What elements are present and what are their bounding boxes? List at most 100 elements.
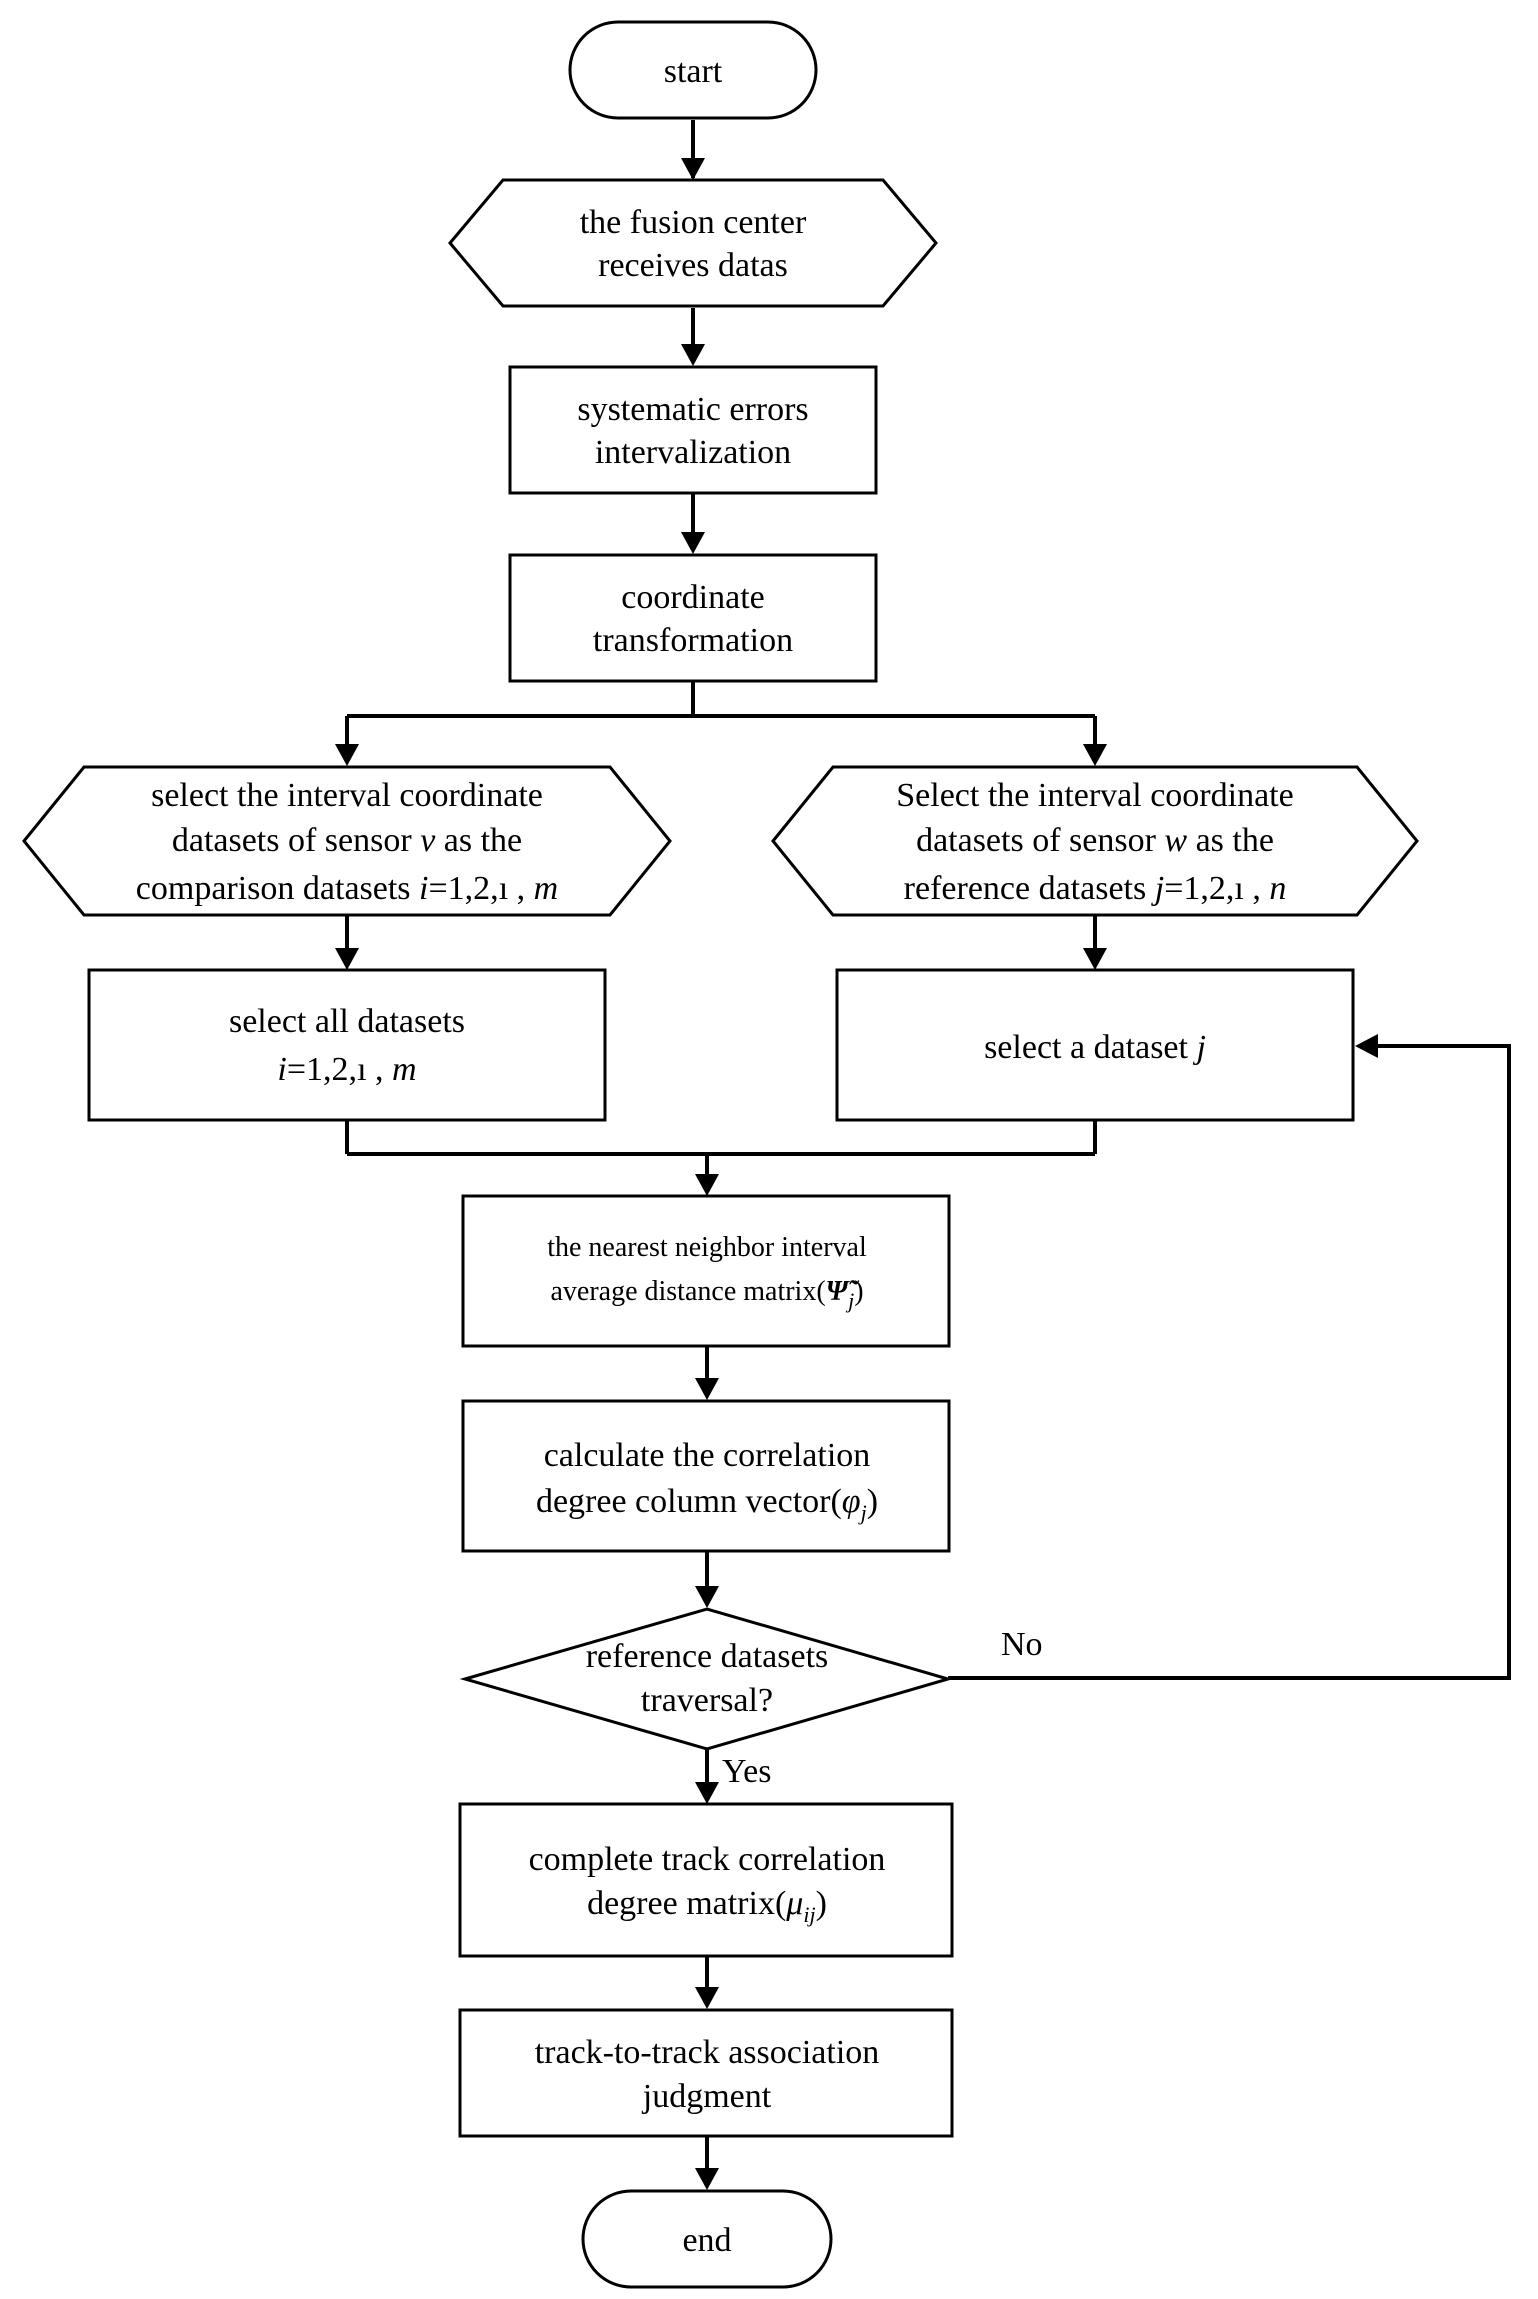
node-nearest-neighbor: the nearest neighbor interval average di… xyxy=(461,1194,951,1348)
select-sensor-v-line2-a: datasets of sensor xyxy=(172,822,420,859)
select-all-line2-b: =1,2, xyxy=(287,1051,357,1088)
select-one-label-a: select a dataset xyxy=(984,1029,1196,1066)
nearest-neighbor-line2: average distance matrix(Ψ̃j) xyxy=(550,1276,863,1313)
select-sensor-v-line3-c: , xyxy=(508,870,534,907)
select-one-var: j xyxy=(1192,1029,1205,1066)
select-sensor-v-line2-b: as the xyxy=(435,822,522,859)
calculate-phi-symbol: φ xyxy=(842,1483,861,1520)
judgment-line2: judgment xyxy=(642,2078,772,2115)
edge-label-no: No xyxy=(1001,1626,1043,1663)
receive-line1: the fusion center xyxy=(580,204,807,241)
decision-line2: traversal? xyxy=(641,1682,773,1719)
transformation-line2: transformation xyxy=(593,622,793,659)
intervalization-shape xyxy=(508,365,878,495)
node-transformation: coordinate transformation xyxy=(508,553,878,683)
select-sensor-w-index: j xyxy=(1151,870,1164,907)
complete-line1: complete track correlation xyxy=(529,1841,886,1878)
node-select-all: select all datasets i=1,2,ı , m xyxy=(87,968,607,1122)
calculate-sub: j xyxy=(858,1500,867,1525)
select-all-dots: ı xyxy=(357,1051,366,1088)
end-label: end xyxy=(682,2222,731,2259)
calculate-line1: calculate the correlation xyxy=(544,1437,871,1474)
select-sensor-v-line3-a: comparison datasets xyxy=(136,870,419,907)
select-sensor-v-line3: comparison datasets i=1,2,ı , m xyxy=(136,870,558,907)
select-one-shape xyxy=(835,968,1355,1122)
node-calculate: calculate the correlation degree column … xyxy=(461,1399,951,1553)
edge-selectw-to-selectone-arrow xyxy=(1083,948,1107,970)
select-one-label: select a dataset j xyxy=(984,1029,1206,1066)
edge-label-yes: Yes xyxy=(722,1753,771,1790)
node-select-sensor-v: select the interval coordinate datasets … xyxy=(22,765,672,917)
select-all-shape xyxy=(87,968,607,1122)
select-sensor-w-line1: Select the interval coordinate xyxy=(896,777,1293,814)
decision-shape xyxy=(459,1607,954,1751)
transformation-shape xyxy=(508,553,878,683)
node-complete: complete track correlation degree matrix… xyxy=(458,1802,954,1958)
nearest-neighbor-shape xyxy=(461,1194,951,1348)
node-start: start xyxy=(568,20,818,120)
edge-split-right-arrow xyxy=(1083,744,1107,766)
node-judgment: track-to-track association judgment xyxy=(458,2008,954,2138)
calculate-line2: degree column vector(φj) xyxy=(536,1483,878,1525)
edge-nearest-to-calc-arrow xyxy=(695,1378,719,1400)
select-sensor-w-line3: reference datasets j=1,2,ı , n xyxy=(904,870,1287,907)
complete-line2: degree matrix(μij) xyxy=(587,1885,827,1927)
edges xyxy=(335,120,1511,2190)
intervalization-line2: intervalization xyxy=(595,434,791,471)
select-sensor-v-dots: ı xyxy=(499,870,508,907)
edge-interval-to-transform-arrow xyxy=(681,532,705,554)
select-sensor-w-line3-c: , xyxy=(1244,870,1270,907)
nearest-neighbor-line1: the nearest neighbor interval xyxy=(547,1232,867,1263)
node-receive: the fusion center receives datas xyxy=(448,178,938,308)
nearest-neighbor-sub: j xyxy=(845,1288,854,1313)
transformation-line1: coordinate xyxy=(621,579,765,616)
complete-mu-symbol: μ xyxy=(785,1885,803,1922)
edge-judgment-to-end-arrow xyxy=(695,2168,719,2190)
select-sensor-v-line3-b: =1,2, xyxy=(429,870,499,907)
calculate-line2-b: ) xyxy=(867,1483,878,1520)
select-all-line1: select all datasets xyxy=(229,1003,465,1040)
complete-sub: ij xyxy=(803,1902,815,1927)
node-end: end xyxy=(581,2189,833,2289)
select-sensor-v-line2: datasets of sensor v as the xyxy=(172,822,522,859)
select-sensor-w-line2-a: datasets of sensor xyxy=(916,822,1164,859)
select-sensor-w-line3-a: reference datasets xyxy=(904,870,1155,907)
complete-line2-b: ) xyxy=(816,1885,827,1922)
calculate-shape xyxy=(461,1399,951,1553)
select-all-line2: i=1,2,ı , m xyxy=(277,1051,416,1088)
edge-complete-to-judgment-arrow xyxy=(695,1987,719,2009)
intervalization-line1: systematic errors xyxy=(577,391,808,428)
select-sensor-w-end: n xyxy=(1269,870,1286,907)
select-sensor-v-shape xyxy=(22,765,672,917)
select-all-end: m xyxy=(392,1051,417,1088)
select-sensor-w-line2: datasets of sensor w as the xyxy=(916,822,1274,859)
edge-merge-down-arrow xyxy=(695,1174,719,1196)
complete-shape xyxy=(458,1802,954,1958)
judgment-shape xyxy=(458,2008,954,2138)
decision-line1: reference datasets xyxy=(586,1638,829,1675)
edge-start-to-receive-arrow xyxy=(681,158,705,180)
edge-decision-no-loop xyxy=(948,1044,1511,1680)
edge-selectv-to-selectall-arrow xyxy=(335,948,359,970)
end-shape xyxy=(581,2189,833,2289)
nearest-neighbor-line2-b: ) xyxy=(854,1276,863,1307)
start-label: start xyxy=(664,53,723,90)
select-sensor-w-line3-b: =1,2, xyxy=(1164,870,1234,907)
select-sensor-w-line2-b: as the xyxy=(1187,822,1274,859)
complete-line2-a: degree matrix( xyxy=(587,1885,786,1922)
select-sensor-v-line1: select the interval coordinate xyxy=(151,777,543,814)
calculate-line2-a: degree column vector( xyxy=(536,1483,842,1520)
select-sensor-v-index: i xyxy=(419,870,428,907)
select-sensor-v-var: v xyxy=(420,822,436,859)
node-intervalization: systematic errors intervalization xyxy=(508,365,878,495)
judgment-line1: track-to-track association xyxy=(535,2034,880,2071)
select-sensor-w-dots: ı xyxy=(1234,870,1243,907)
edge-decision-yes-arrow xyxy=(695,1782,719,1804)
select-sensor-v-end: m xyxy=(534,870,559,907)
select-all-index: i xyxy=(277,1051,286,1088)
edge-calc-to-decision-arrow xyxy=(695,1586,719,1608)
select-all-line2-c: , xyxy=(367,1051,393,1088)
node-decision: reference datasets traversal? xyxy=(459,1607,954,1751)
edge-split-left-arrow xyxy=(335,744,359,766)
